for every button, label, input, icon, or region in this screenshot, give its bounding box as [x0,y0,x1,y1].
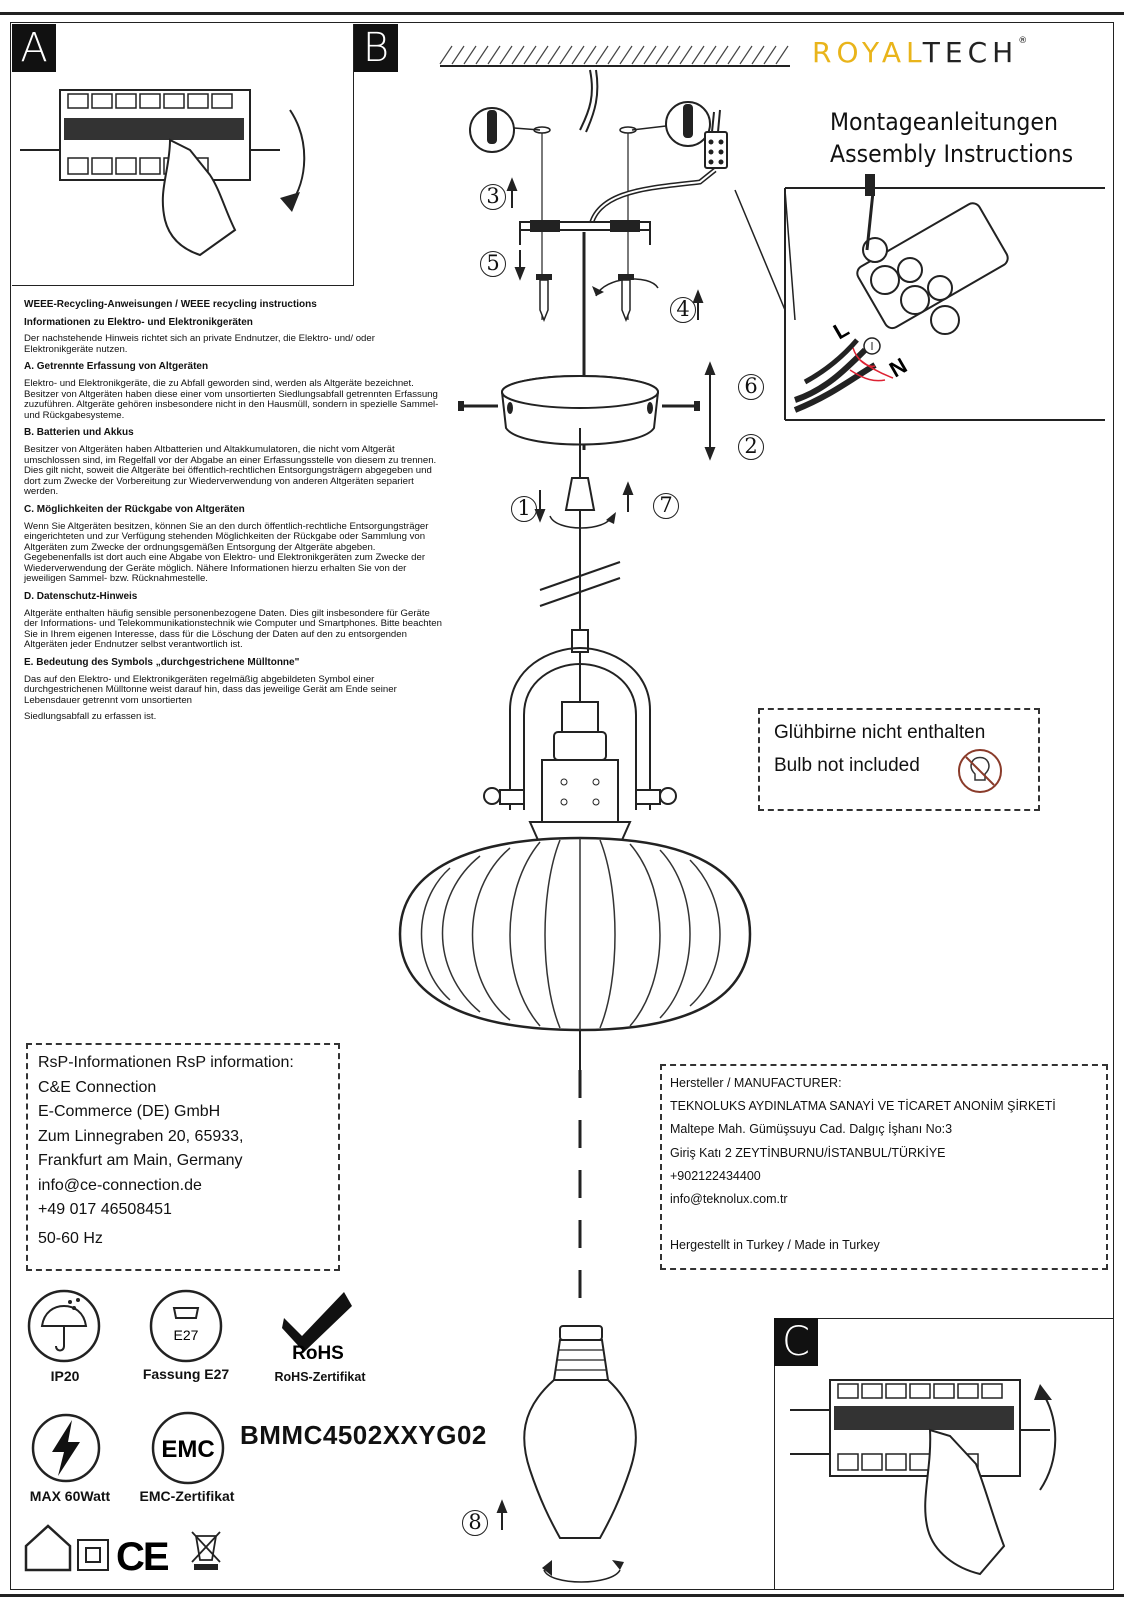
ceiling-hatch [439,45,790,67]
rsp-line: C&E Connection [38,1078,157,1096]
page-frame [10,22,1114,1590]
weee-section-d-text: Altgeräte enthalten häufig sensible pers… [24,607,442,651]
weee-intro: Der nachstehende Hinweis richtet sich an… [24,333,375,355]
manufacturer-title: Hersteller / MANUFACTURER: [670,1076,842,1090]
bulb-not-included-note: Glühbirne nicht enthalten Bulb not inclu… [758,708,1040,811]
panel-a [12,24,354,286]
step-3-label: 3 [480,184,506,210]
rohs-checkmark-icon: RoHS [282,1292,352,1364]
step-7-label: 7 [653,493,679,519]
brand-logo: ROYALTECH® [812,36,1028,69]
weee-section-e-title: E. Bedeutung des Symbols „durchgestriche… [24,657,300,669]
rsp-line: E-Commerce (DE) GmbH [38,1103,221,1120]
bulb-note-de: Glühbirne nicht enthalten [774,722,986,743]
breaker-off-illustration [20,89,306,257]
step-1-label: 1 [511,496,537,522]
panel-a-letter: A [12,24,56,72]
weee-section-a-title: A. Getrennte Erfassung von Altgeräten [24,361,209,373]
manufacturer-phone: +902122434400 [670,1168,761,1183]
crossed-bin-icon [191,1531,221,1570]
step-4-label: 4 [670,297,696,323]
weee-section-d-title: D. Datenschutz-Hinweis [24,591,138,603]
rohs-label: RoHS-Zertifikat [274,1370,366,1384]
class-ii-icon [77,1539,109,1571]
pendant-lamp-illustration [398,69,752,1583]
heading-de: Montageanleitungen [830,108,1058,136]
weee-section-e-text: Das auf den Elektro- und Elektronikgerät… [24,673,397,706]
weee-instructions: WEEE-Recycling-Anweisungen / WEEE recycl… [24,299,444,726]
step-5-label: 5 [480,251,506,277]
live-terminal-label: L [829,316,853,344]
rsp-line: Zum Linnegraben 20, 65933, [38,1127,244,1145]
manufacturer-email: info@teknolux.com.tr [670,1192,788,1207]
wiring-detail: L N [734,174,1105,421]
made-in-label: Hergestellt in Turkey / Made in Turkey [670,1238,880,1253]
e27-socket-icon: E27 [149,1289,223,1363]
bottom-rule [0,1594,1124,1597]
rohs-icon-text: RoHS [292,1343,344,1364]
panel-c-letter: C [774,1318,818,1366]
step-arrows [496,177,716,1530]
panel-c [774,1318,1114,1590]
indoor-use-icon [24,1524,72,1572]
neutral-terminal-label: N [885,353,911,383]
rsp-frequency: 50-60 Hz [38,1229,103,1247]
rsp-information-box: RsP-Informationen RsP information: C&E C… [26,1043,340,1271]
step-6-label: 6 [738,374,764,400]
weee-subtitle: Informationen zu Elektro- und Elektronik… [24,316,253,328]
step-2-label: 2 [738,434,764,460]
top-rule [0,12,1124,15]
manufacturer-line: Maltepe Mah. Gümüşsuyu Cad. Dalgıç İşhan… [670,1122,953,1137]
weee-section-c-text: Wenn Sie Altgeräten besitzen, können Sie… [24,520,429,585]
rsp-line: Frankfurt am Main, Germany [38,1152,243,1169]
weee-section-b-text: Besitzer von Altgeräten haben Altbatteri… [24,443,437,498]
emc-label: EMC-Zertifikat [139,1488,235,1504]
ip20-umbrella-icon [27,1289,101,1363]
breaker-on-illustration [790,1379,1057,1576]
compliance-icons-row: CE [24,1524,221,1579]
step-8-label: 8 [462,1510,488,1536]
max-power-label: MAX 60Watt [29,1488,111,1504]
no-bulb-icon [958,749,1002,793]
emc-icon-text: EMC [161,1436,214,1463]
max-power-lightning-icon [31,1413,101,1483]
heading-en: Assembly Instructions [830,140,1074,168]
manufacturer-line: Giriş Katı 2 ZEYTİNBURNU/İSTANBUL/TÜRKİY… [670,1145,946,1160]
panel-b-letter: B [354,24,398,72]
ip20-label: IP20 [50,1368,80,1384]
e27-icon-text: E27 [174,1327,199,1343]
weee-section-e-text-end: Siedlungsabfall zu erfassen ist. [24,711,157,723]
manufacturer-line: TEKNOLUKS AYDINLATMA SANAYİ VE TİCARET A… [670,1099,1056,1114]
weee-section-a-text: Elektro- und Elektronikgeräte, die zu Ab… [24,377,439,421]
rsp-title: RsP-Informationen RsP information: [38,1054,294,1071]
socket-label: Fassung E27 [142,1366,230,1382]
bulb-note-en: Bulb not included [774,755,920,776]
weee-section-c-title: C. Möglichkeiten der Rückgabe von Altger… [24,503,245,515]
ce-mark-icon: CE [116,1535,169,1579]
rsp-email: info@ce-connection.de [38,1176,202,1194]
manufacturer-box: Hersteller / MANUFACTURER: TEKNOLUKS AYD… [660,1064,1108,1270]
weee-title: WEEE-Recycling-Anweisungen / WEEE recycl… [24,299,317,310]
model-number: BMMC4502XXYG02 [240,1420,487,1450]
weee-section-b-title: B. Batterien und Akkus [24,427,134,439]
rsp-phone: +49 017 46508451 [38,1201,172,1218]
emc-icon: EMC [151,1411,225,1485]
